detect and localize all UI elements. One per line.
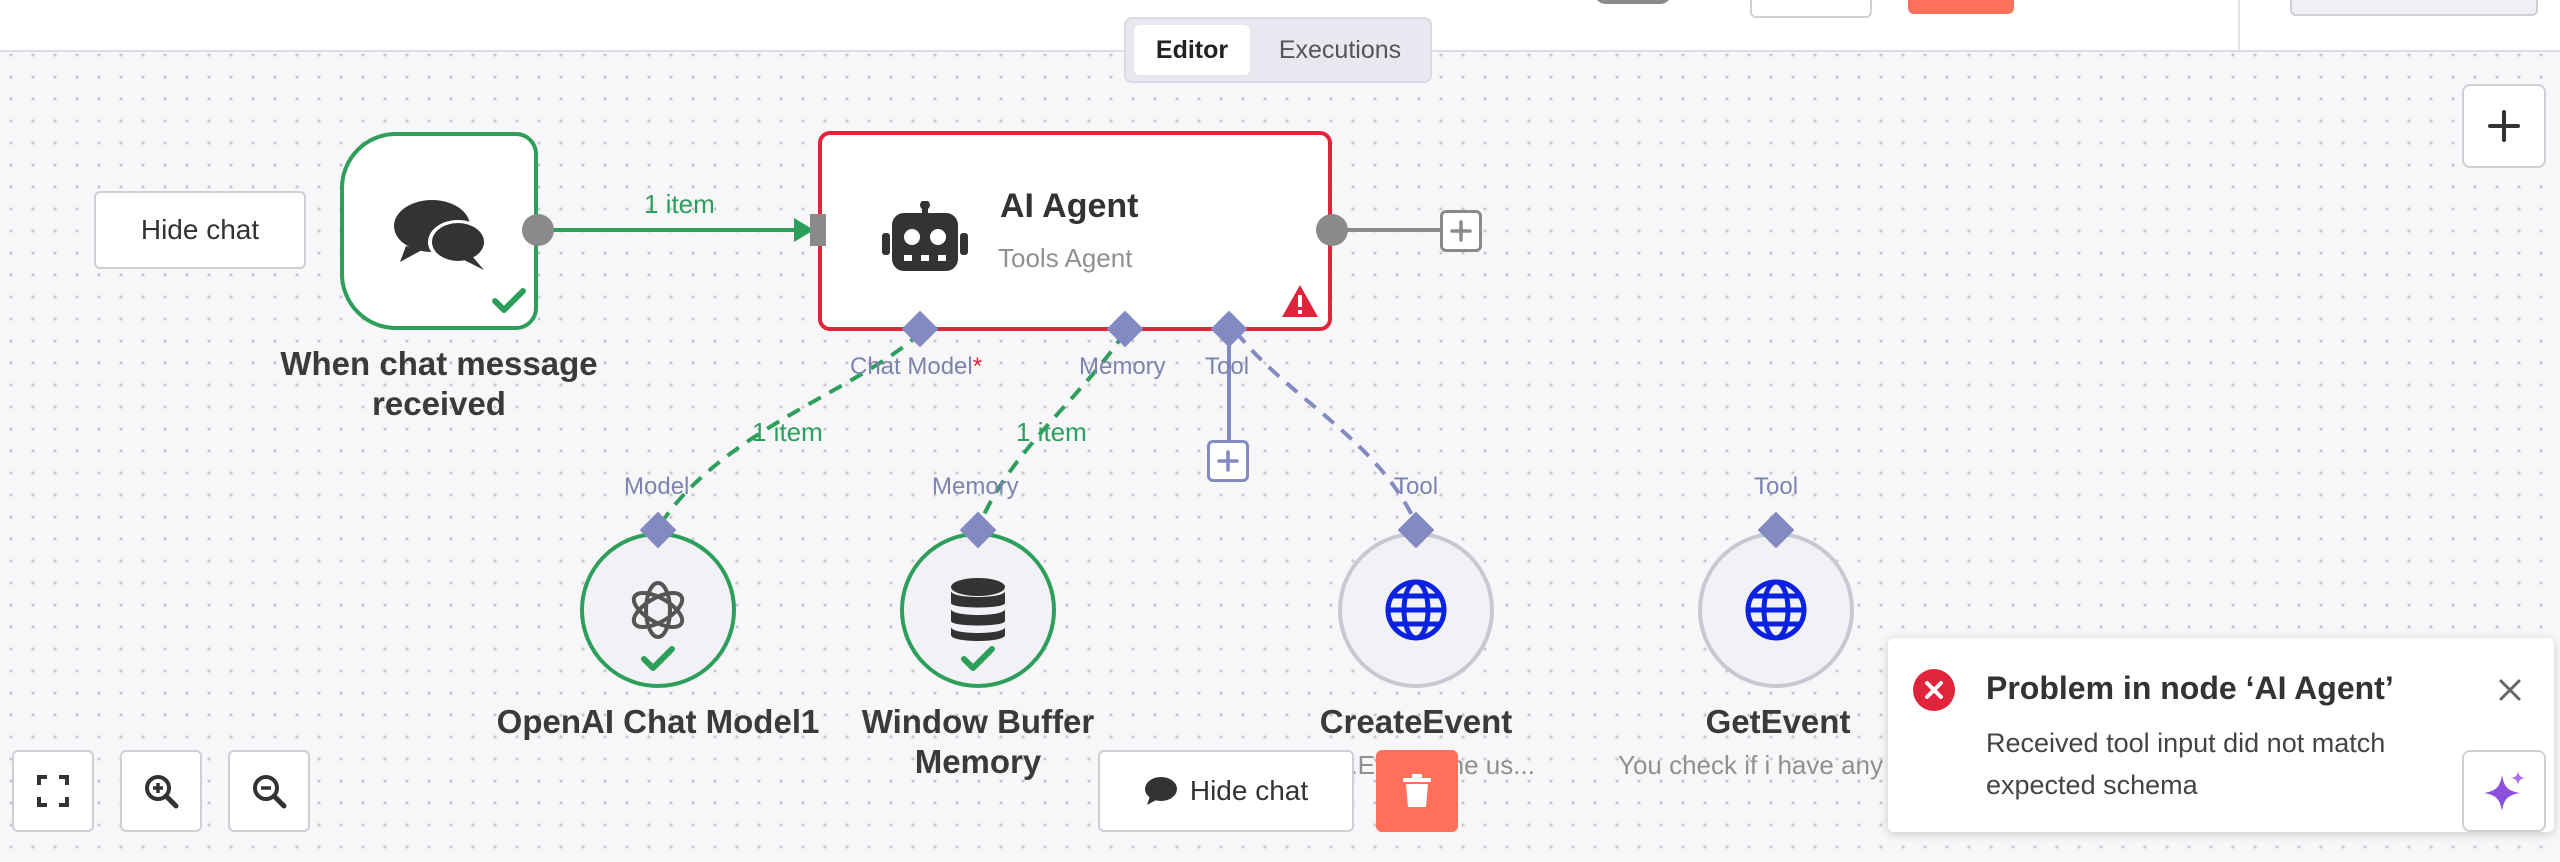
fit-view-button[interactable] (12, 750, 94, 832)
arrow-head (794, 218, 814, 242)
window-buffer-memory-label: Window Buffer Memory (861, 703, 1095, 780)
ai-agent-output-port[interactable] (1316, 214, 1348, 246)
memory-connection-label: 1 item (1016, 417, 1087, 447)
zoom-in-button[interactable] (120, 750, 202, 832)
plus-icon (1217, 450, 1239, 472)
share-button[interactable] (1750, 0, 1872, 18)
error-circle-icon (1913, 669, 1955, 711)
warning-icon (1282, 285, 1318, 317)
active-toggle[interactable] (1594, 0, 1672, 4)
get-event-label: GetEvent (1705, 703, 1851, 740)
tool-connection (1234, 330, 1420, 529)
ai-agent-input-port[interactable] (810, 214, 826, 246)
chat-icon (1144, 777, 1177, 805)
ai-assistant-button[interactable] (2462, 750, 2546, 832)
chat-trigger-node[interactable] (340, 132, 538, 330)
openai-chat-model-label: OpenAI Chat Model1 (496, 703, 820, 740)
memory-connection (976, 330, 1127, 529)
chat-bubbles-icon (394, 200, 488, 270)
tool-port-label: Tool (1205, 353, 1250, 380)
fullscreen-icon (37, 775, 69, 807)
zoom-out-icon (253, 775, 287, 809)
hide-chat-label: Hide chat (140, 214, 260, 245)
hide-chat-button[interactable]: Hide chat (94, 191, 306, 269)
success-check-icon (641, 646, 675, 671)
zoom-out-button[interactable] (228, 750, 310, 832)
ai-agent-subtitle: Tools Agent (998, 243, 1133, 273)
add-next-node-button[interactable] (1440, 210, 1482, 252)
tab-executions[interactable]: Executions (1278, 36, 1402, 64)
memory-input-label: Memory (932, 473, 1019, 500)
chat-trigger-label: When chat message received (280, 345, 598, 422)
divider (2238, 0, 2240, 50)
globe-icon (1745, 579, 1807, 641)
chat-model-port-label: Chat Model* (850, 353, 983, 380)
ai-agent-node[interactable]: AI Agent Tools Agent (818, 131, 1332, 331)
model-input-label: Model (624, 473, 690, 500)
get-event-node[interactable] (1698, 532, 1854, 688)
toast-message: Received tool input did not match expect… (1986, 728, 2386, 800)
plus-icon (1450, 220, 1472, 242)
get-event-subtitle: You check if i have any (1618, 750, 1883, 780)
hide-chat-bottom-button[interactable]: Hide chat (1098, 750, 1354, 832)
hide-chat-bottom-label: Hide chat (1189, 775, 1309, 806)
add-tool-button[interactable] (1207, 440, 1249, 482)
tab-editor[interactable]: Editor (1134, 25, 1250, 75)
get-event-input-label: Tool (1754, 473, 1799, 500)
model-connection-label: 1 item (752, 417, 823, 447)
main-connection-label: 1 item (644, 189, 715, 219)
window-buffer-memory-node[interactable] (900, 532, 1056, 688)
success-check-icon (961, 646, 995, 671)
sparkle-icon (2484, 771, 2525, 811)
toast-title: Problem in node ‘AI Agent’ (1986, 670, 2394, 706)
zoom-in-icon (145, 775, 179, 809)
memory-port-label: Memory (1079, 353, 1166, 380)
plus-icon (2488, 110, 2520, 142)
openai-chat-model-node[interactable] (580, 532, 736, 688)
error-toast: Problem in node ‘AI Agent’ Received tool… (1888, 638, 2554, 832)
ai-agent-title: AI Agent (1000, 187, 1139, 225)
trash-icon (1403, 774, 1431, 807)
delete-button[interactable] (1376, 750, 1458, 832)
database-icon (951, 578, 1005, 641)
create-event-label: CreateEvent (1319, 703, 1513, 740)
add-node-button[interactable] (2462, 84, 2546, 168)
model-connection (656, 330, 923, 530)
robot-icon (882, 201, 968, 271)
toolbar-button-group[interactable] (2290, 0, 2538, 16)
view-tabs: Editor Executions (1124, 17, 1432, 83)
save-button[interactable] (1908, 0, 2014, 14)
close-icon[interactable] (2498, 678, 2522, 702)
create-event-node[interactable] (1338, 532, 1494, 688)
globe-icon (1385, 579, 1447, 641)
chat-trigger-output-port[interactable] (522, 214, 554, 246)
success-check-icon (492, 288, 526, 313)
create-event-input-label: Tool (1394, 473, 1439, 500)
required-star: * (972, 353, 983, 380)
openai-logo-icon (631, 581, 685, 639)
